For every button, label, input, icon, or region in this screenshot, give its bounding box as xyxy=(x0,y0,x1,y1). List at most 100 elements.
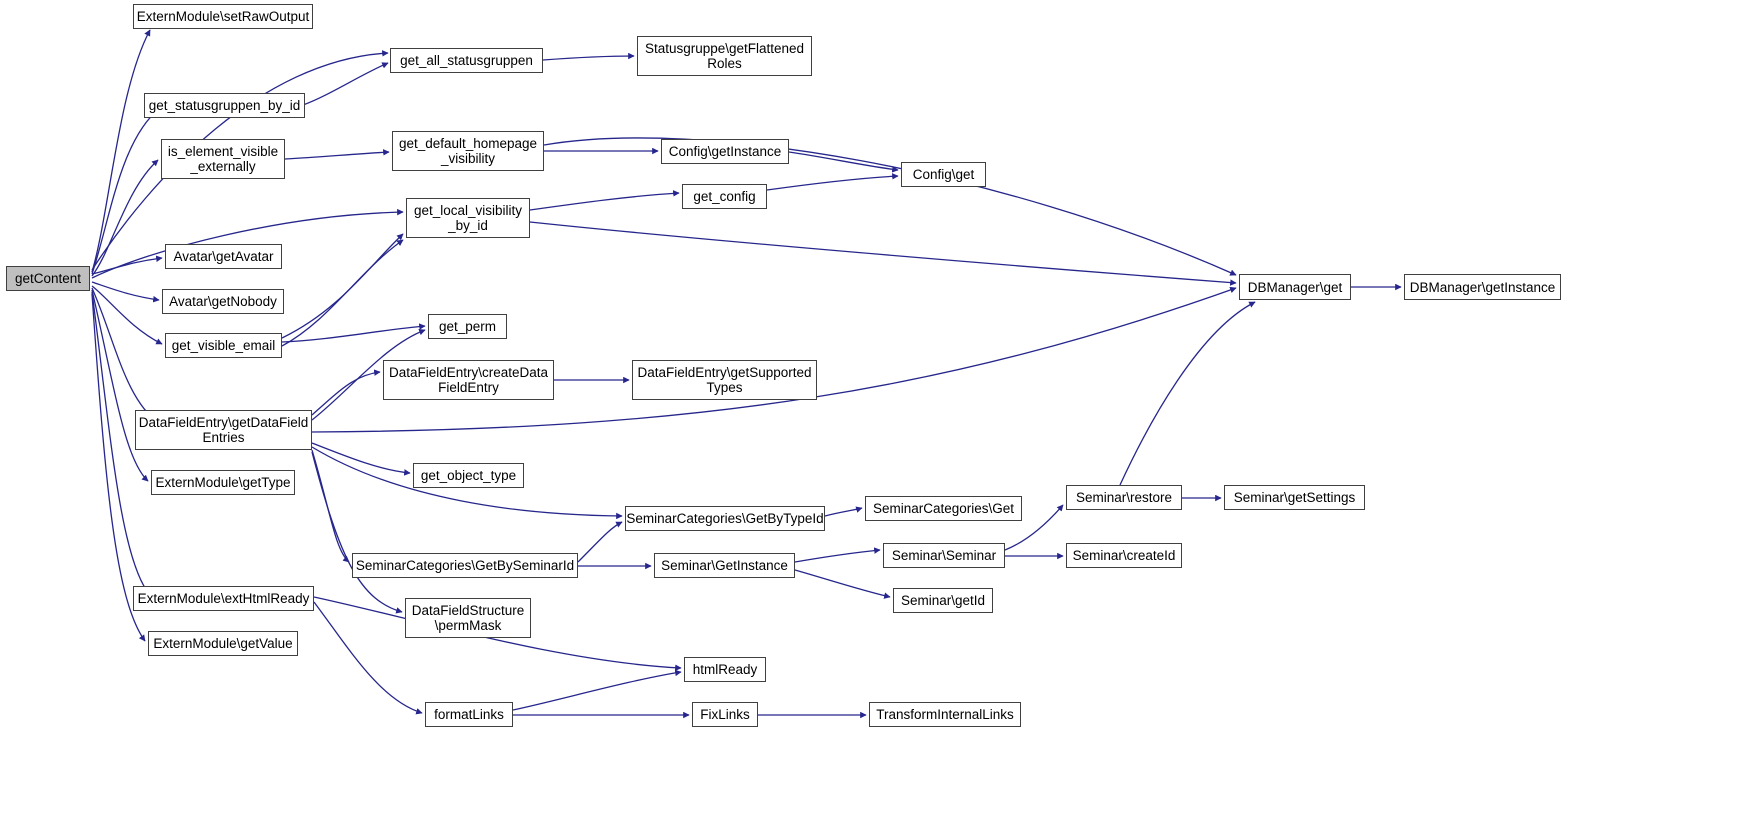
graph-node-get_config[interactable]: get_config xyxy=(682,184,767,209)
call-edge xyxy=(542,52,635,61)
graph-node-label: get_visible_email xyxy=(171,338,276,353)
call-edge xyxy=(91,255,163,275)
graph-node-label: formatLinks xyxy=(434,707,504,722)
graph-node-getFlattenedRoles[interactable]: Statusgruppe\getFlattened Roles xyxy=(637,36,812,76)
graph-node-label: ExternModule\getValue xyxy=(153,636,293,651)
call-edge xyxy=(512,669,682,711)
graph-node-formatLinks[interactable]: formatLinks xyxy=(425,702,513,727)
graph-node-label: FixLinks xyxy=(700,707,750,722)
graph-node-label: Statusgruppe\getFlattened Roles xyxy=(644,41,805,71)
graph-node-FixLinks[interactable]: FixLinks xyxy=(692,702,758,727)
call-edge xyxy=(311,451,403,614)
call-edge xyxy=(302,62,389,106)
graph-node-get_statusgruppen_by_id[interactable]: get_statusgruppen_by_id xyxy=(144,93,305,118)
call-edge xyxy=(788,151,899,173)
graph-node-get_all_statusgruppen[interactable]: get_all_statusgruppen xyxy=(390,48,543,73)
graph-node-get_perm[interactable]: get_perm xyxy=(428,314,507,339)
graph-node-get_visible_email[interactable]: get_visible_email xyxy=(165,333,282,358)
graph-node-label: get_local_visibility _by_id xyxy=(413,203,523,233)
graph-node-get_object_type[interactable]: get_object_type xyxy=(413,463,524,488)
graph-node-label: DBManager\getInstance xyxy=(1409,279,1556,295)
graph-node-GetBySeminarId[interactable]: SeminarCategories\GetBySeminarId xyxy=(352,553,578,578)
call-edge xyxy=(794,569,891,599)
graph-node-label: get_default_homepage _visibility xyxy=(398,136,538,166)
graph-node-createDataFieldEntry[interactable]: DataFieldEntry\createData FieldEntry xyxy=(383,360,554,400)
graph-node-label: SeminarCategories\Get xyxy=(872,501,1015,516)
graph-node-extHtmlReady[interactable]: ExternModule\extHtmlReady xyxy=(133,586,314,611)
graph-node-label: Avatar\getNobody xyxy=(169,294,277,309)
graph-node-label: DataFieldEntry\getSupported Types xyxy=(637,365,812,395)
graph-node-Avatar_getNobody[interactable]: Avatar\getNobody xyxy=(162,289,284,314)
graph-node-Config_get[interactable]: Config\get xyxy=(901,162,986,187)
graph-node-label: ExternModule\setRawOutput xyxy=(136,9,310,24)
call-edge xyxy=(794,547,881,563)
graph-node-label: Seminar\GetInstance xyxy=(661,558,788,573)
call-edge xyxy=(529,221,1237,286)
call-edge xyxy=(311,442,411,476)
graph-node-label: getContent xyxy=(14,271,82,286)
call-edge xyxy=(281,233,404,339)
graph-node-get_local_visibility_by_id[interactable]: get_local_visibility _by_id xyxy=(406,198,530,238)
graph-node-label: is_element_visible _externally xyxy=(167,144,279,174)
graph-node-Seminar_getSettings[interactable]: Seminar\getSettings xyxy=(1224,485,1365,510)
call-edge xyxy=(91,287,161,425)
graph-node-Seminar_restore[interactable]: Seminar\restore xyxy=(1066,485,1182,510)
graph-node-label: Config\getInstance xyxy=(668,144,782,159)
graph-node-Seminar_GetInstance[interactable]: Seminar\GetInstance xyxy=(654,553,795,578)
graph-node-is_element_visible_externally[interactable]: is_element_visible _externally xyxy=(161,139,285,179)
graph-node-label: Seminar\getId xyxy=(900,593,986,608)
graph-node-label: Seminar\createId xyxy=(1072,548,1176,563)
call-edge xyxy=(824,506,863,517)
graph-node-ExternModule_getType[interactable]: ExternModule\getType xyxy=(151,470,295,495)
graph-node-Seminar_getId[interactable]: Seminar\getId xyxy=(893,588,993,613)
graph-node-label: Config\get xyxy=(912,167,975,182)
graph-node-label: DBManager\get xyxy=(1247,279,1343,295)
graph-node-Seminar_createId[interactable]: Seminar\createId xyxy=(1066,543,1182,568)
call-edge xyxy=(91,107,161,275)
graph-node-label: DataFieldStructure \permMask xyxy=(411,603,525,633)
call-edge xyxy=(311,449,350,563)
graph-node-ExternModule_getValue[interactable]: ExternModule\getValue xyxy=(148,631,298,656)
call-edge xyxy=(91,29,151,273)
call-edge xyxy=(91,289,149,482)
graph-node-getContent[interactable]: getContent xyxy=(6,266,90,291)
graph-node-Config_getInstance[interactable]: Config\getInstance xyxy=(661,139,789,164)
graph-node-label: SeminarCategories\GetBySeminarId xyxy=(355,558,575,573)
call-edge xyxy=(766,173,899,191)
graph-node-GetByTypeId[interactable]: SeminarCategories\GetByTypeId xyxy=(625,506,825,531)
graph-node-getDataFieldEntries[interactable]: DataFieldEntry\getDataField Entries xyxy=(135,410,312,450)
call-edge xyxy=(1119,301,1256,486)
graph-node-htmlReady[interactable]: htmlReady xyxy=(684,657,766,682)
graph-node-label: Seminar\restore xyxy=(1075,490,1173,505)
graph-node-setRawOutput[interactable]: ExternModule\setRawOutput xyxy=(133,4,313,29)
graph-node-getSupportedTypes[interactable]: DataFieldEntry\getSupported Types xyxy=(632,360,817,400)
graph-node-label: ExternModule\extHtmlReady xyxy=(137,591,310,606)
graph-node-Seminar_Seminar[interactable]: Seminar\Seminar xyxy=(883,543,1005,568)
call-edge xyxy=(284,149,390,160)
graph-node-label: htmlReady xyxy=(692,662,758,677)
graph-node-label: get_statusgruppen_by_id xyxy=(148,98,301,113)
graph-node-label: SeminarCategories\GetByTypeId xyxy=(626,511,824,526)
graph-node-label: ExternModule\getType xyxy=(155,475,291,490)
graph-node-SeminarCategories_Get[interactable]: SeminarCategories\Get xyxy=(865,496,1022,521)
call-edge xyxy=(91,281,160,303)
graph-node-label: get_perm xyxy=(438,319,497,334)
call-edge xyxy=(91,285,163,345)
graph-node-DBManager_get[interactable]: DBManager\get xyxy=(1239,274,1351,300)
call-edge xyxy=(577,521,623,563)
graph-node-label: Seminar\Seminar xyxy=(891,548,997,563)
call-edge xyxy=(311,369,381,416)
graph-node-label: get_all_statusgruppen xyxy=(400,53,533,68)
graph-node-label: DataFieldEntry\getDataField Entries xyxy=(138,415,309,445)
graph-node-Avatar_getAvatar[interactable]: Avatar\getAvatar xyxy=(165,244,282,269)
graph-node-label: get_object_type xyxy=(420,468,517,483)
graph-node-TransformInternalLinks[interactable]: TransformInternalLinks xyxy=(869,702,1021,727)
graph-node-label: DataFieldEntry\createData FieldEntry xyxy=(388,365,549,395)
graph-node-DBManager_getInstance[interactable]: DBManager\getInstance xyxy=(1404,274,1561,300)
graph-node-DataFieldStructure_permMask[interactable]: DataFieldStructure \permMask xyxy=(405,598,531,638)
graph-node-get_default_homepage_visibility[interactable]: get_default_homepage _visibility xyxy=(392,131,544,171)
graph-node-label: get_config xyxy=(693,189,756,204)
call-edge xyxy=(91,159,159,277)
call-edge xyxy=(281,239,404,347)
